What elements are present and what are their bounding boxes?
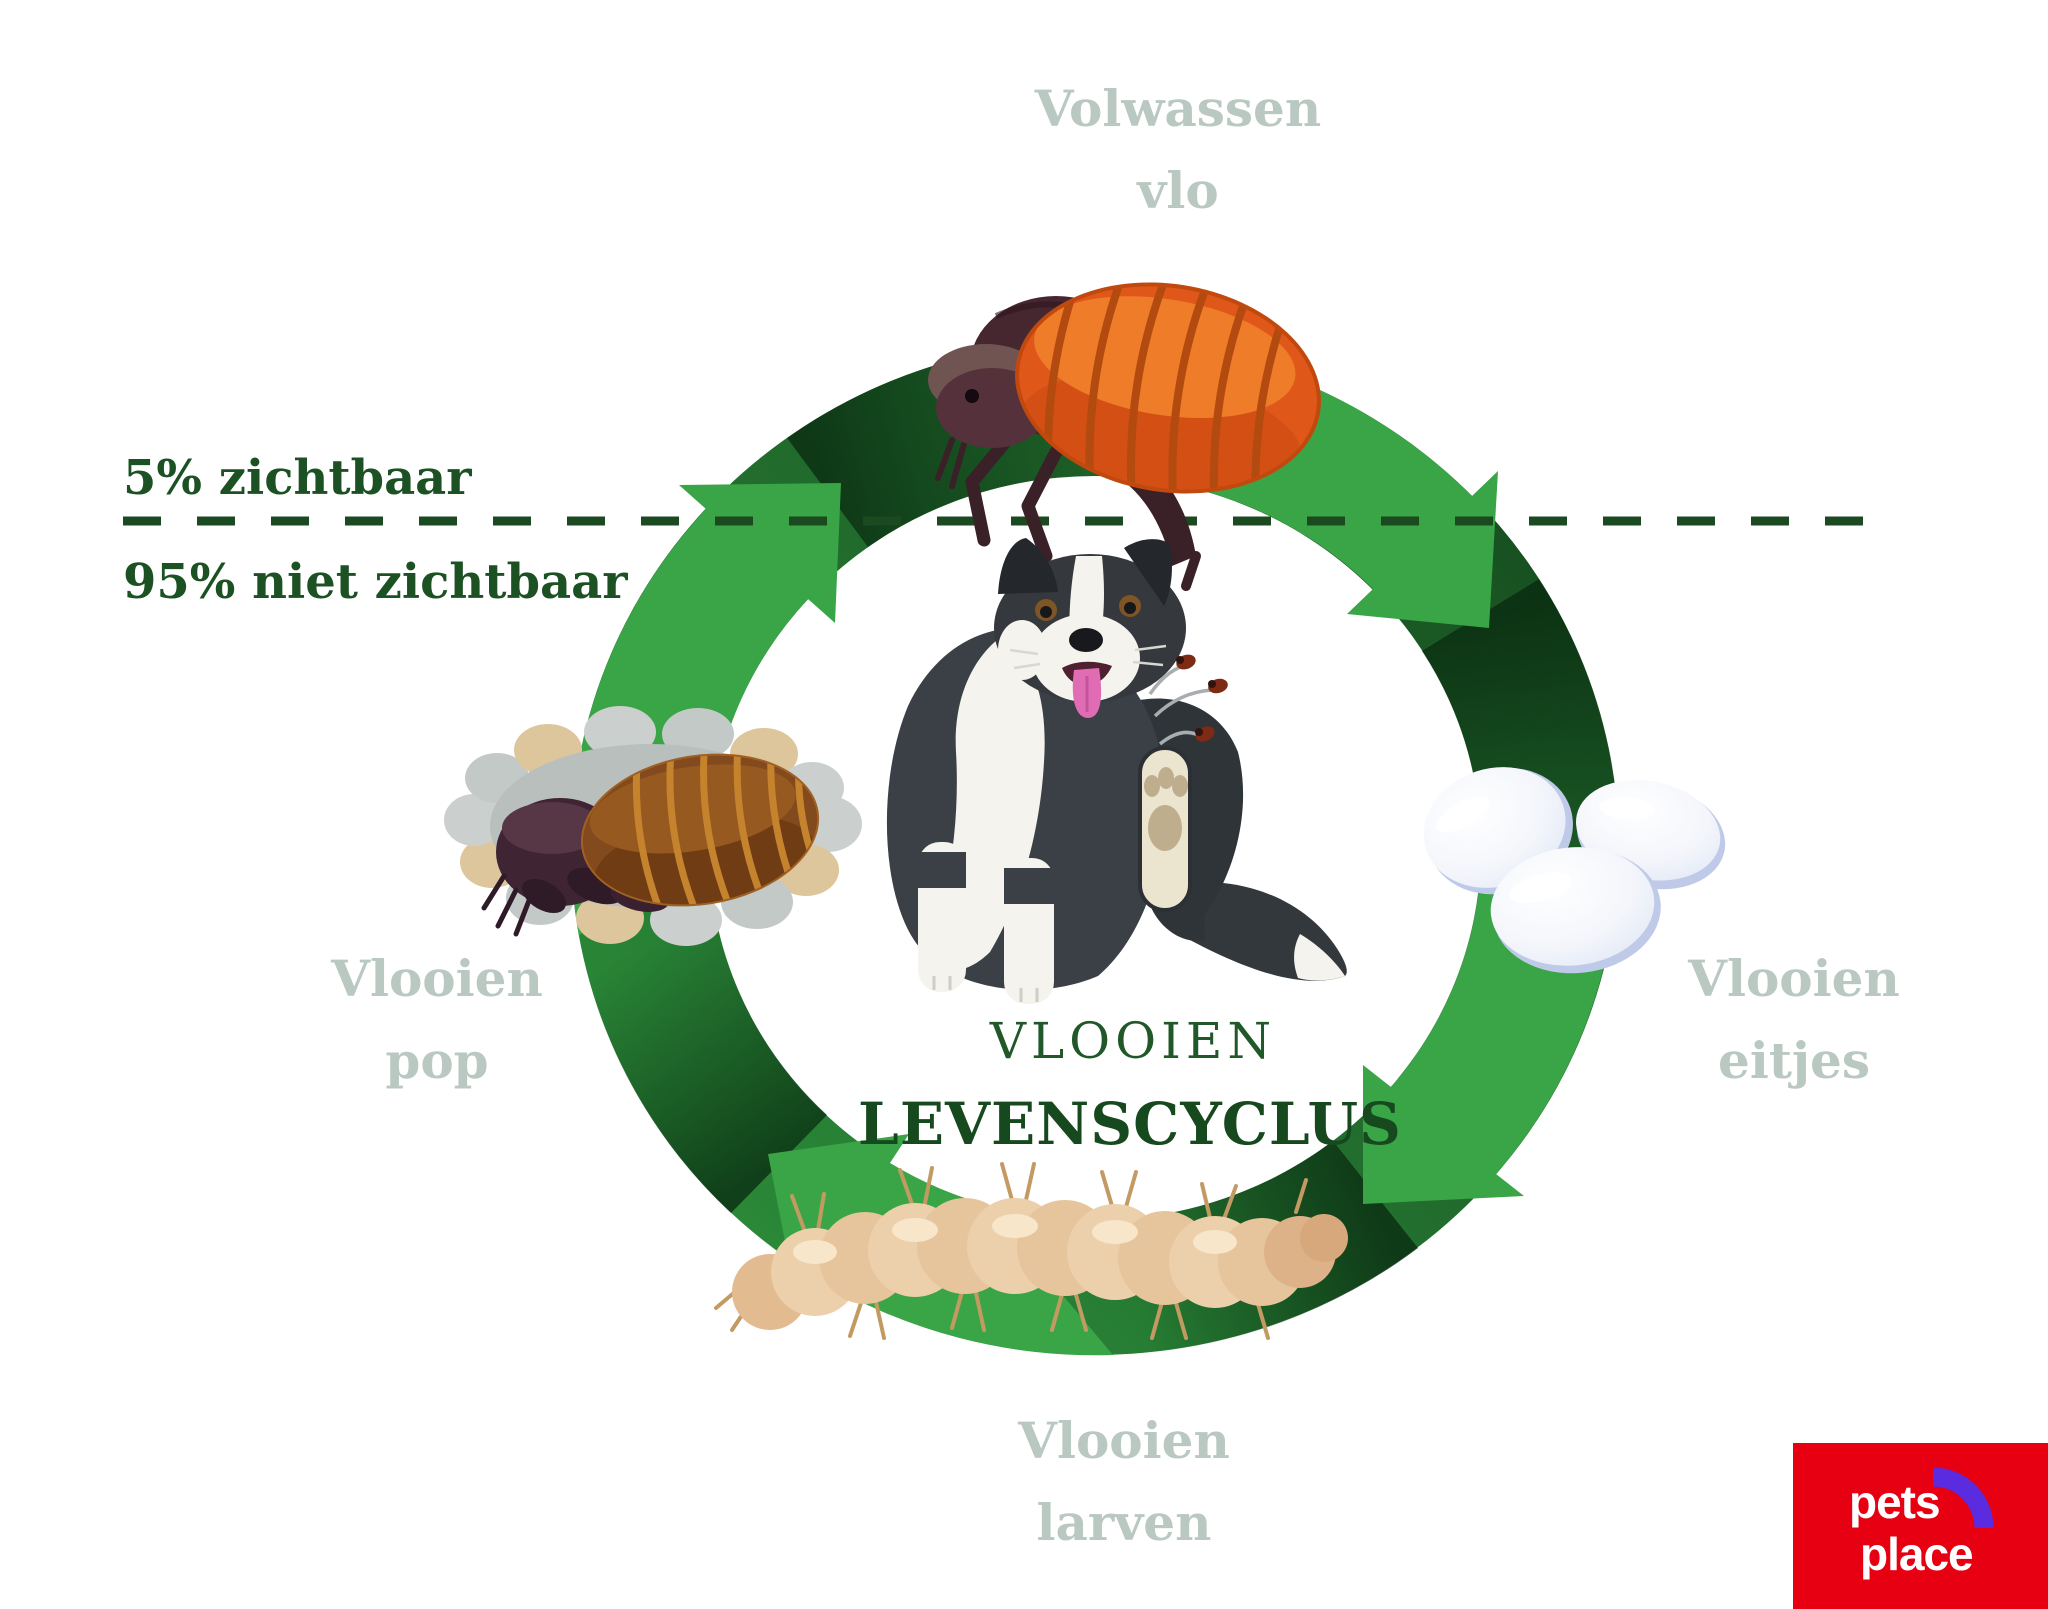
cycle-title-line2: LEVENSCYCLUS: [858, 1090, 1402, 1158]
label-flea-larvae-line1: Vlooien: [1018, 1411, 1230, 1470]
label-flea-eggs: Vlooien eitjes: [1688, 938, 1900, 1102]
visible-percentage-label: 5% zichtbaar: [123, 450, 472, 506]
flea-pupa-illustration: [444, 706, 862, 946]
petsplace-swoosh-icon: [1932, 1467, 1994, 1529]
not-visible-percentage-label: 95% niet zichtbaar: [123, 554, 628, 610]
petsplace-logo: pets place: [1793, 1443, 2048, 1609]
label-flea-larvae-line2: larven: [1036, 1493, 1212, 1552]
label-flea-pupae-line2: pop: [385, 1031, 489, 1090]
label-flea-pupae-line1: Vlooien: [331, 949, 543, 1008]
logo-word-pets: pets: [1849, 1476, 1941, 1528]
jumping-fleas-icon: [1148, 654, 1228, 746]
label-flea-pupae: Vlooien pop: [331, 938, 543, 1102]
dog-illustration: [886, 538, 1347, 1004]
label-adult-flea-line1: Volwassen: [1034, 79, 1322, 138]
label-flea-larvae: Vlooien larven: [1018, 1400, 1230, 1564]
label-flea-eggs-line2: eitjes: [1718, 1031, 1870, 1090]
cycle-title-line1: VLOOIEN: [989, 1012, 1277, 1070]
flea-larva-illustration: [714, 1162, 1348, 1340]
adult-flea-illustration: [928, 269, 1321, 591]
label-adult-flea-line2: vlo: [1137, 161, 1219, 220]
flea-eggs-illustration: [1423, 767, 1726, 974]
logo-word-place: place: [1860, 1528, 1974, 1580]
label-adult-flea: Volwassen vlo: [1035, 68, 1321, 232]
label-flea-eggs-line1: Vlooien: [1688, 949, 1900, 1008]
